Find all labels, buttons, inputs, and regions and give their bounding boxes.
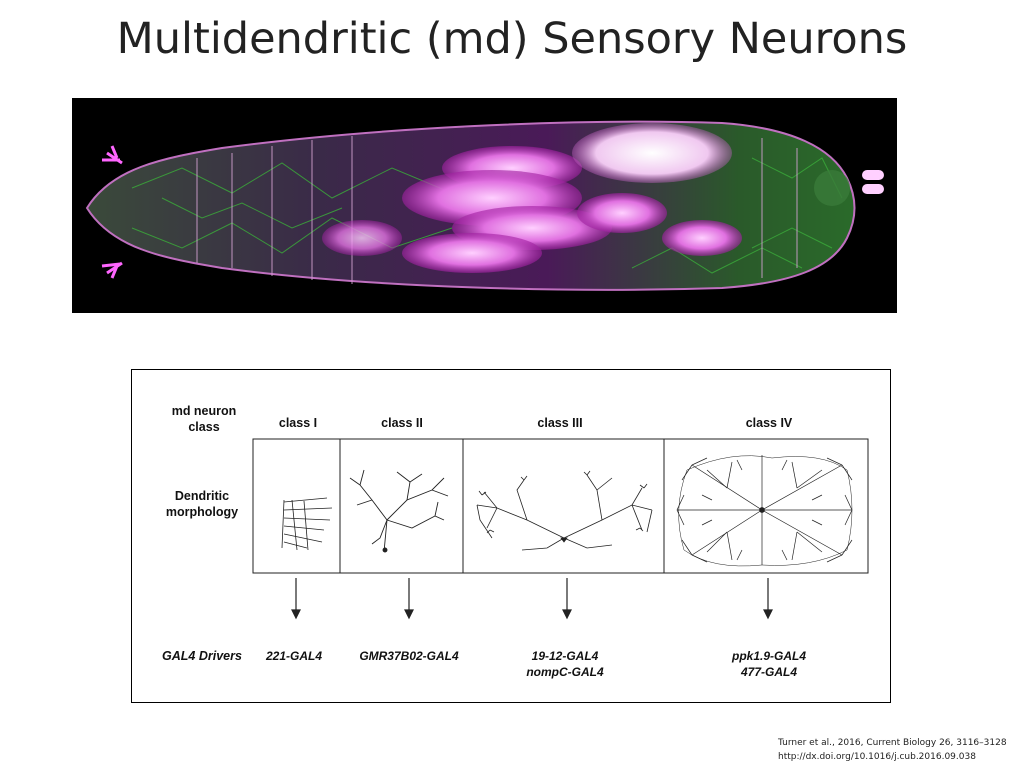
class-iii-driver-1: 19-12-GAL4: [532, 649, 599, 663]
class-iii-dendrite: [476, 470, 653, 551]
class-iv-driver-2: 477-GAL4: [740, 665, 797, 679]
class-ii-driver-1: GMR37B02-GAL4: [359, 649, 459, 663]
class-i-dendrite: [281, 497, 333, 551]
larva-fluorescence-image: [72, 98, 897, 313]
md-neuron-class-diagram: md neuron class Dendritic morphology GAL…: [131, 369, 891, 703]
class-iv-driver-1: ppk1.9-GAL4: [731, 649, 806, 663]
citation: Turner et al., 2016, Current Biology 26,…: [778, 736, 1007, 764]
row-label-class-2: class: [188, 420, 219, 434]
row-label-morphology-2: morphology: [166, 505, 238, 519]
class-i-label: class I: [279, 416, 317, 430]
class-ii-label: class II: [381, 416, 423, 430]
class-iv-dendrite: [676, 455, 853, 567]
citation-doi-link[interactable]: http://dx.doi.org/10.1016/j.cub.2016.09.…: [778, 752, 976, 762]
row-label-morphology-1: Dendritic: [175, 489, 229, 503]
row-label-class-1: md neuron: [172, 404, 237, 418]
class-iv-label: class IV: [746, 416, 793, 430]
class-i-driver-1: 221-GAL4: [265, 649, 322, 663]
class-iii-driver-2: nompC-GAL4: [526, 665, 604, 679]
citation-reference: Turner et al., 2016, Current Biology 26,…: [778, 738, 1007, 748]
morphology-panel: [252, 438, 869, 574]
row-label-drivers: GAL4 Drivers: [162, 649, 242, 663]
slide-title: Multidendritic (md) Sensory Neurons: [116, 14, 908, 64]
class-iii-label: class III: [537, 416, 582, 430]
class-ii-dendrite: [349, 469, 449, 553]
arrows: [291, 578, 773, 620]
